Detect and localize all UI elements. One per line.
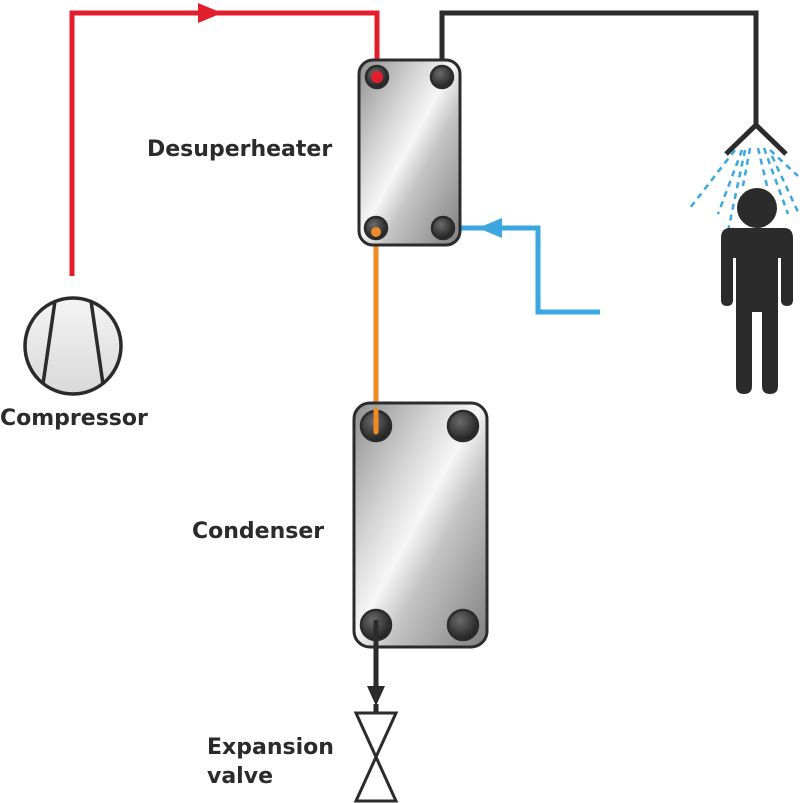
compressor-label: Compressor [0, 406, 148, 431]
hot-water-pipe [439, 10, 759, 127]
person-icon [721, 188, 793, 394]
port-icon [359, 608, 393, 642]
port-icon [359, 407, 393, 443]
expansion-valve-label-line2: valve [207, 764, 273, 789]
cold-water-arrow-icon [478, 218, 502, 238]
compressor-icon [23, 296, 123, 396]
port-icon [430, 215, 456, 241]
expansion-valve-icon [353, 711, 399, 803]
expansion-valve-label-line1: Expansion [207, 735, 334, 760]
liquid-arrow-icon [367, 686, 385, 706]
port-icon [363, 215, 389, 241]
flow-arrow-icon [198, 3, 222, 23]
hot-gas-pipe [69, 10, 380, 276]
port-icon [446, 409, 480, 443]
condenser-exchanger [352, 401, 489, 649]
shower-head-icon [724, 121, 788, 156]
desuperheater-label: Desuperheater [147, 137, 332, 162]
port-icon [429, 64, 455, 90]
water-spray-icon [689, 147, 800, 251]
desuperheater-exchanger [357, 58, 462, 247]
cold-water-pipe [443, 225, 600, 315]
port-icon [446, 608, 480, 642]
condenser-label: Condenser [192, 519, 324, 544]
port-icon [364, 64, 390, 90]
